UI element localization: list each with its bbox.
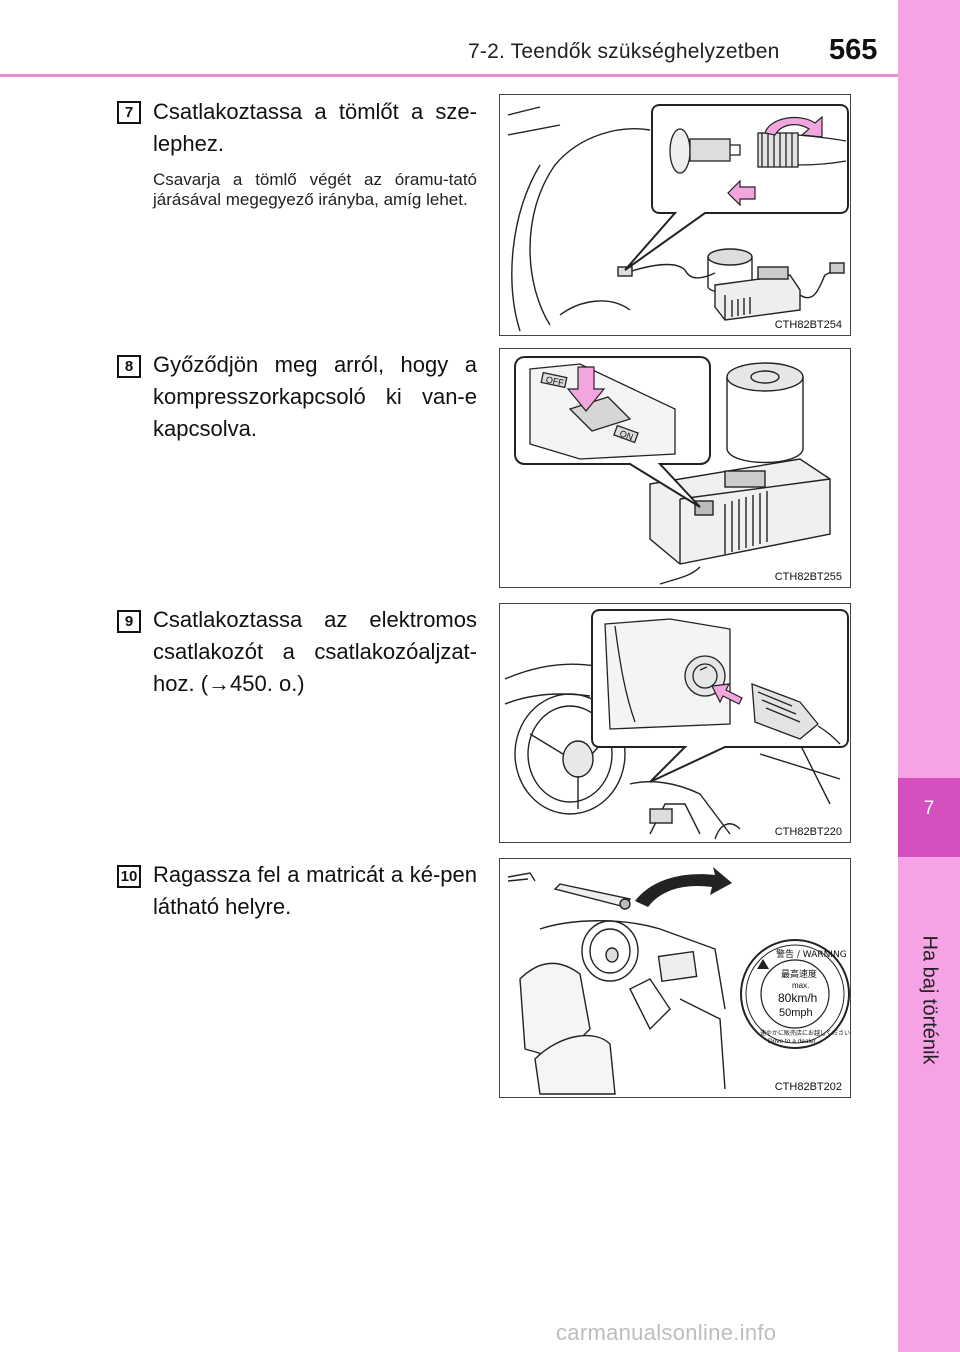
power-socket-figure: CTH82BT220 (499, 603, 851, 843)
sticker-kmh: 80km/h (778, 991, 817, 1005)
step-instruction: Ragassza fel a matricát a ké-pen látható… (153, 862, 477, 919)
watermark: carmanualsonline.info (556, 1320, 777, 1345)
section-title: 7-2. Teendők szükséghelyzetben (468, 40, 780, 63)
sticker-max: max. (792, 981, 809, 990)
step-instruction: Csatlakoztassa a tömlőt a sze-lephez. (153, 99, 477, 156)
compressor-switch-illustration: OFF ON (514, 356, 831, 585)
step-number-badge: 7 (117, 101, 141, 124)
header-rule (0, 74, 898, 77)
page-number: 565 (829, 34, 878, 66)
step-instruction: Csatlakoztassa az elektromos csatlakozót… (153, 607, 477, 696)
sticker-placement-figure: 警告 / WARNING 最高速度 max. 80km/h 50mph 速やかに… (499, 858, 851, 1098)
step-number-badge: 9 (117, 610, 141, 633)
chapter-title: Ha baj történik (918, 935, 941, 1065)
hose-valve-illustration (507, 104, 849, 332)
step-number-badge: 8 (117, 355, 141, 378)
step-number-badge: 10 (117, 865, 141, 888)
sticker-speed-title: 最高速度 (781, 968, 817, 980)
chapter-tab[interactable] (898, 778, 960, 857)
step-instruction: Győződjön meg arról, hogy a kompresszork… (153, 352, 477, 441)
step-note: Csavarja a tömlő végét az óramu-tató jár… (153, 170, 477, 209)
warning-sticker-icon (740, 939, 850, 1049)
figure-code: CTH82BT202 (774, 1081, 842, 1093)
switch-on-label: ON (618, 428, 634, 442)
sticker-top-text: 警告 / WARNING (776, 948, 847, 960)
chapter-number: 7 (923, 798, 935, 819)
sticker-placement-illustration: 警告 / WARNING 最高速度 max. 80km/h 50mph 速やかに… (507, 867, 850, 1095)
figure-code: CTH82BT255 (774, 571, 842, 583)
power-socket-illustration (504, 609, 849, 840)
sticker-mph: 50mph (779, 1007, 813, 1019)
chapter-side-strip (898, 0, 960, 1352)
sticker-bottom-text: 速やかに販売店にお越しください (760, 1029, 850, 1037)
hose-valve-figure: CTH82BT254 (499, 94, 851, 336)
figure-code: CTH82BT220 (774, 826, 842, 838)
switch-off-label: OFF (545, 374, 565, 388)
sticker-dealer-text: Drive to a dealer (768, 1038, 817, 1045)
figure-code: CTH82BT254 (774, 319, 842, 331)
compressor-switch-figure: OFF ON CTH82BT255 (499, 348, 851, 588)
